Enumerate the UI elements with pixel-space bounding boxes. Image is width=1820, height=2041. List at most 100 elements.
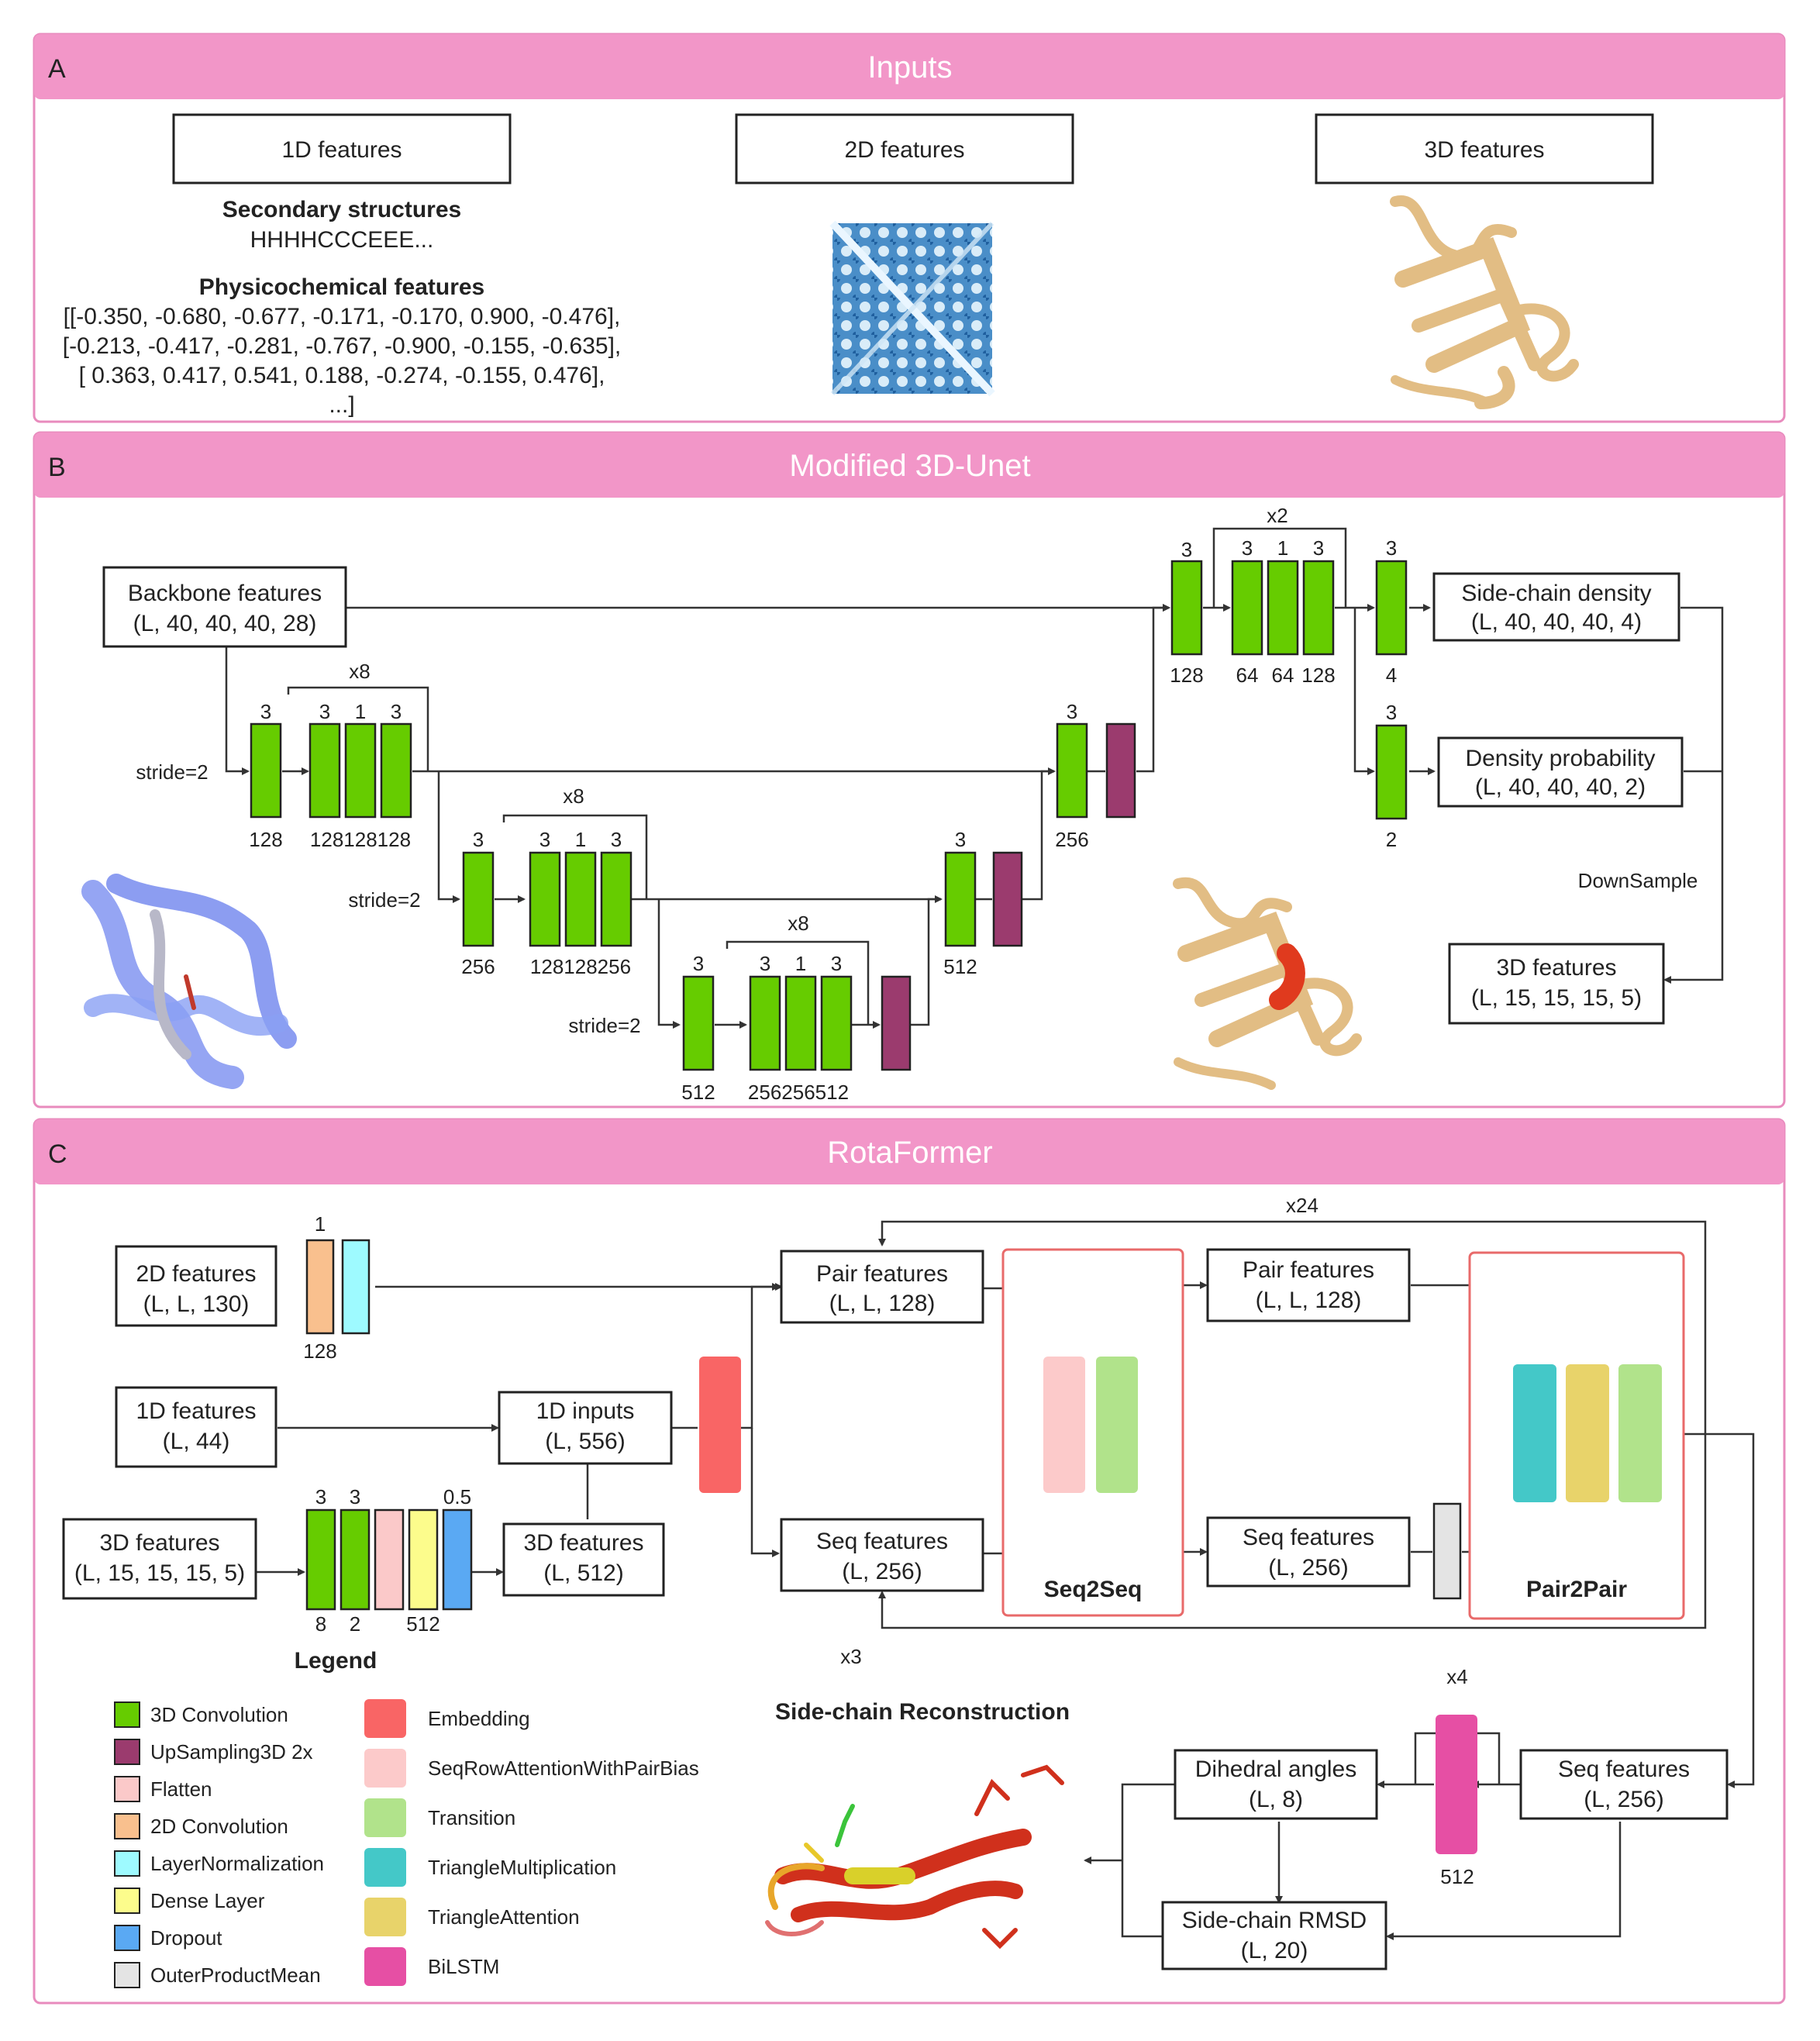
repeat-label: x4 [1446,1665,1467,1688]
physchem-line: [ 0.363, 0.417, 0.541, 0.188, -0.274, -0… [79,363,605,388]
channel-label: 128 [1301,664,1335,687]
repeat-label: x3 [840,1645,861,1668]
kernel-label: 3 [1386,701,1397,724]
kernel-label: 3 [473,828,484,851]
legend-swatch [114,1888,140,1914]
seq-features-shape: (L, 256) [842,1559,922,1584]
legend-swatch [364,1898,406,1936]
block-number-label: 2 [350,1612,360,1636]
legend-label: Transition [428,1806,515,1829]
kernel-label: 3 [391,700,402,723]
seq-features-label: Seq features [1558,1757,1690,1782]
channel-label: 4 [1386,664,1397,687]
seq-features-label: Seq features [816,1529,948,1554]
channel-label: 256 [1055,828,1088,851]
box-1d-label: 1D features [281,137,402,163]
channel-label: 128128128 [310,828,411,851]
legend-label: SeqRowAttentionWithPairBias [428,1757,699,1780]
block-number-label: 128 [303,1339,336,1363]
box-3d-features [1315,113,1654,184]
dropout-block [442,1508,473,1611]
side-chain-rmsd-shape: (L, 20) [1241,1938,1308,1963]
panel-letter-b: B [48,453,66,482]
conv3d-block [305,1508,336,1611]
pair-features-shape: (L, L, 128) [1256,1288,1362,1313]
flatten-block [374,1508,405,1611]
side-chain-density-shape: (L, 40, 40, 40, 4) [1471,609,1642,635]
upsampling3d-block [881,975,912,1071]
stride-label: stride=2 [348,888,420,912]
box-3d-label: 3D features [1424,137,1544,163]
dihedral-angles-box [1174,1749,1378,1820]
physchem-line: ...] [329,392,354,418]
legend-swatch [364,1699,406,1738]
conv3d-block [600,851,633,947]
side-chain-density-box [1432,572,1680,642]
kernel-label: 3 [1067,700,1077,723]
dihedral-angles-shape: (L, 8) [1249,1787,1303,1812]
legend-label: OuterProductMean [150,1963,321,1987]
panel-inputs: A Inputs 1D features 2D features 3D feat… [33,33,1786,423]
rota-3d-features-512-label: 3D features [523,1530,643,1556]
repeat-label: x8 [349,660,370,683]
block-number-label: 512 [1440,1865,1474,1888]
backbone-features-label: Backbone features [128,581,322,606]
conv3d-block [564,851,597,947]
panel-title-inputs: Inputs [868,50,953,84]
seq2seq-label: Seq2Seq [1044,1577,1143,1602]
legend-label: 2D Convolution [150,1815,288,1838]
rota-2d-features-shape: (L, L, 130) [143,1291,250,1317]
repeat-label: x8 [788,912,808,935]
conv3d-block [309,722,341,819]
rota-3d-features-box [62,1518,257,1600]
kernel-label: 3 [693,952,704,975]
rota-1d-features-shape: (L, 44) [163,1429,230,1454]
upsampling3d-block [992,851,1023,947]
channel-label: 512 [943,955,977,978]
conv3d-block [462,851,495,947]
kernel-label: 3 [1313,536,1324,560]
layer-normalization-block [341,1239,371,1335]
secondary-structures-value: HHHHCCCEEE... [250,227,434,253]
legend-label: 3D Convolution [150,1703,288,1726]
channel-label: 256256512 [748,1081,849,1104]
physchem-line: [[-0.350, -0.680, -0.677, -0.171, -0.170… [64,304,621,329]
block-number-label: 8 [315,1612,326,1636]
pair-features-label: Pair features [816,1261,948,1287]
seq-features-label: Seq features [1243,1525,1374,1550]
conv3d-block [1056,722,1088,819]
dihedral-angles-label: Dihedral angles [1195,1757,1356,1782]
backbone-features-shape: (L, 40, 40, 40, 28) [133,611,317,636]
legend-label: UpSampling3D 2x [150,1740,313,1763]
legend-swatch [114,1701,140,1728]
box-2d-label: 2D features [844,137,964,163]
rotaformer-connectors [256,1220,1755,1940]
repeat-label: x8 [563,784,584,808]
density-probability-box [1437,736,1684,808]
unet-3d-features-shape: (L, 15, 15, 15, 5) [1471,985,1642,1011]
rota-3d-features-label: 3D features [99,1530,219,1556]
legend-label: Flatten [150,1777,212,1801]
contact-map-image [829,220,995,397]
conv3d-block [1375,724,1408,820]
pair-features-shape: (L, L, 128) [829,1291,936,1316]
panel-title-rotaformer: RotaFormer [827,1136,992,1170]
kernel-label: 3 [831,952,842,975]
rota-1d-inputs-shape: (L, 556) [545,1429,625,1454]
electron-density-image [81,874,297,1089]
dense-layer-block [408,1508,439,1611]
rota-3d-features-shape: (L, 15, 15, 15, 5) [74,1560,245,1586]
outer-product-mean-block [1432,1502,1462,1600]
conv3d-block [344,722,377,819]
legend-swatch [114,1776,140,1802]
rota-1d-features-box [115,1386,277,1468]
backbone-features-box [102,566,347,648]
seq-features-box [780,1518,984,1592]
channel-label: 64 [1236,664,1259,687]
conv3d-block [1170,560,1203,656]
physchem-title: Physicochemical features [199,274,485,300]
side-chain-density-label: Side-chain density [1461,581,1651,606]
conv3d-block [529,851,561,947]
conv3d-block [682,975,715,1071]
